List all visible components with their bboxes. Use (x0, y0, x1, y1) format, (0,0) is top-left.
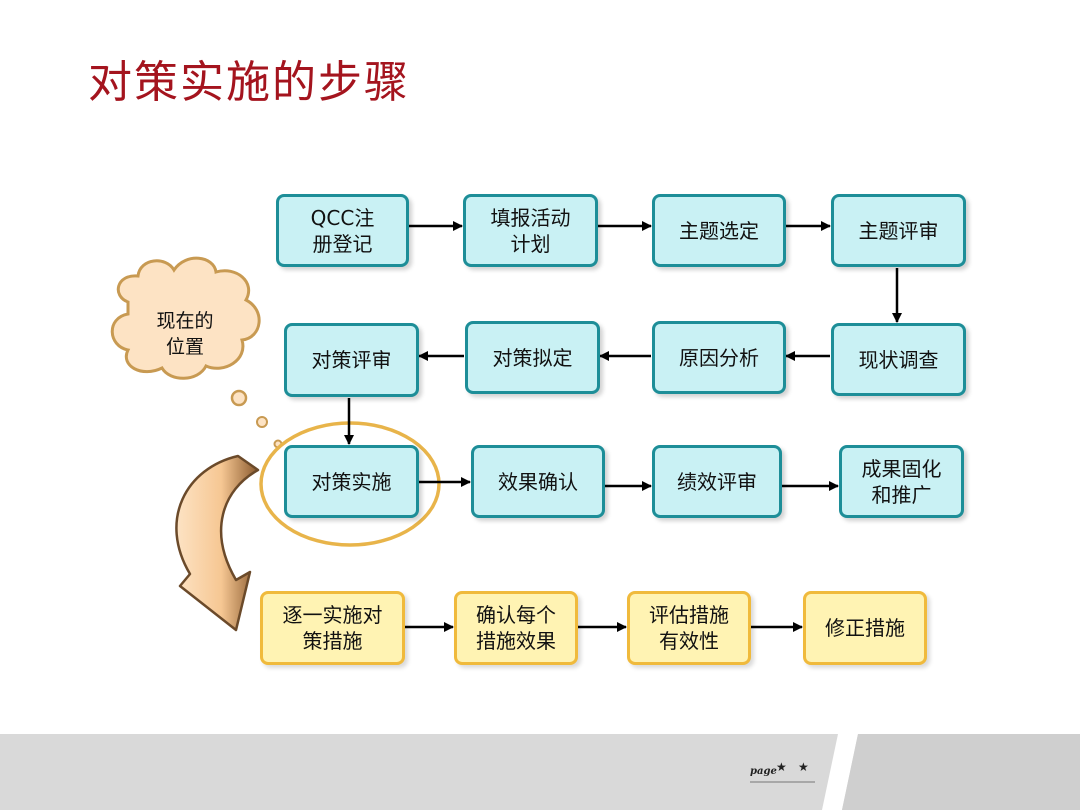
substep-confirm-each-effect: 确认每个 措施效果 (454, 591, 578, 665)
page-mark: page (750, 766, 777, 777)
step-topic-selection: 主题选定 (652, 194, 786, 267)
step-qcc-registration: QCC注 册登记 (276, 194, 409, 267)
current-position-callout: 现在的 位置 (156, 310, 214, 358)
step-performance-review: 绩效评审 (652, 445, 782, 518)
step-measure-implementation: 对策实施 (284, 445, 419, 518)
step-cause-analysis: 原因分析 (652, 321, 786, 394)
thought-bubble-medium (256, 416, 268, 428)
step-status-survey: 现状调查 (831, 323, 966, 396)
footer-band (0, 734, 1080, 810)
step-effect-confirmation: 效果确认 (471, 445, 605, 518)
thought-bubble-large (230, 389, 248, 407)
page-title: 对策实施的步骤 (88, 57, 410, 108)
star-icon: ★ (798, 760, 809, 774)
substep-evaluate-effectiveness: 评估措施 有效性 (627, 591, 751, 665)
substep-implement-each-measure: 逐一实施对 策措施 (260, 591, 405, 665)
step-measure-review: 对策评审 (284, 323, 419, 397)
step-consolidate-promote: 成果固化 和推广 (839, 445, 964, 518)
step-measure-draft: 对策拟定 (465, 321, 600, 394)
step-fill-activity-plan: 填报活动 计划 (463, 194, 598, 267)
thought-cloud-shape (110, 256, 261, 380)
substep-fix-measures: 修正措施 (803, 591, 927, 665)
curved-down-arrow-icon (175, 454, 260, 632)
star-icon: ★ (776, 760, 787, 774)
step-topic-review: 主题评审 (831, 194, 966, 267)
